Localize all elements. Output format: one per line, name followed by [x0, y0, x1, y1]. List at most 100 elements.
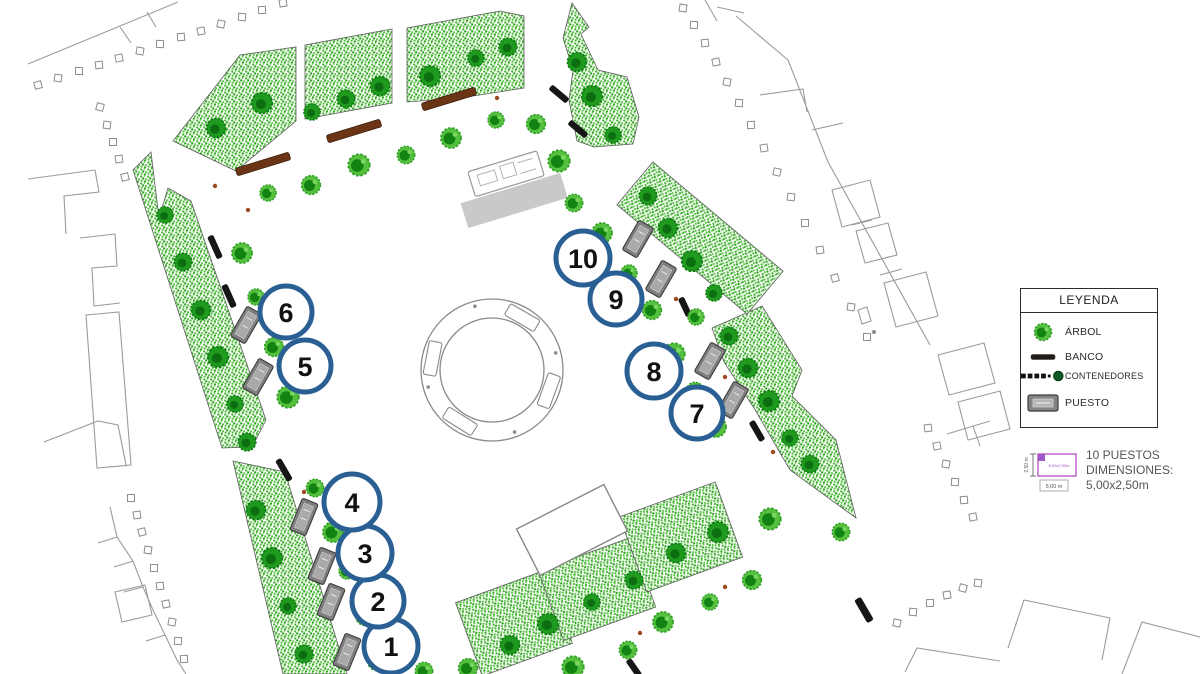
- stall-4: [289, 498, 319, 536]
- ground-dot: [494, 95, 500, 101]
- tree-icon: [800, 454, 820, 474]
- stall-10: [622, 220, 654, 258]
- street-tree-square: [94, 60, 104, 70]
- containers-icon: [1021, 370, 1065, 382]
- note-count: 10 PUESTOS: [1086, 448, 1160, 462]
- stall-icon: [1021, 394, 1065, 412]
- bench-icon: [855, 597, 873, 623]
- street-tree-square: [102, 120, 112, 130]
- ground-dot: [212, 183, 218, 189]
- tree-icon: [440, 127, 462, 149]
- tree-icon: [303, 103, 321, 121]
- planting-bed: [618, 481, 744, 593]
- bench-icon: [235, 152, 291, 176]
- planting-bed: [304, 28, 393, 120]
- stall-marker-number: 8: [646, 357, 661, 387]
- stall-marker-8: 8: [624, 341, 684, 401]
- tree-icon: [190, 299, 212, 321]
- tree-icon: [369, 75, 391, 97]
- tree-icon: [758, 507, 782, 531]
- tree-icon: [706, 520, 730, 544]
- stall-9: [645, 260, 677, 298]
- tree-icon: [719, 326, 739, 346]
- street-tree-square: [815, 245, 825, 255]
- tree-icon: [757, 389, 781, 413]
- bench-icon: [207, 235, 223, 259]
- tree-icon: [737, 357, 759, 379]
- ground-dot: [673, 296, 679, 302]
- tree-icon: [652, 611, 674, 633]
- stall-marker-number: 5: [297, 352, 312, 382]
- tree-icon: [564, 193, 584, 213]
- tree-icon: [831, 522, 851, 542]
- street-tree-square: [772, 167, 782, 177]
- tree-icon: [618, 640, 638, 660]
- ground-dots-layer: [212, 95, 776, 636]
- tree-icon: [498, 37, 518, 57]
- stall-marker-circle: [276, 337, 334, 395]
- tree-icon: [245, 499, 267, 521]
- street-tree-square: [950, 477, 960, 487]
- street-tree-square: [74, 66, 84, 76]
- bench-icon: [749, 420, 765, 442]
- tree-icon: [226, 395, 244, 413]
- street-tree-square: [734, 98, 744, 108]
- street-tree-square: [746, 120, 756, 130]
- stall-marker-6: 6: [257, 283, 315, 341]
- stall-7: [717, 381, 749, 419]
- tree-icon: [781, 429, 799, 447]
- tree-icon: [237, 432, 257, 452]
- stall-marker-9: 9: [587, 270, 645, 328]
- street-tree-square: [161, 599, 171, 609]
- legend-label: BANCO: [1065, 351, 1104, 363]
- street-tree-square: [135, 46, 145, 56]
- tree-icon: [705, 284, 723, 302]
- bench-icon: [221, 284, 237, 308]
- tree-icon: [467, 49, 485, 67]
- street-tree-square: [137, 527, 147, 537]
- bench-icon: [421, 87, 477, 111]
- legend-item-banco: BANCO: [1021, 351, 1157, 363]
- legend-label: PUESTO: [1065, 397, 1110, 409]
- street-tree-square: [120, 172, 130, 182]
- bench-icon: [549, 85, 569, 103]
- tree-icon: [741, 569, 763, 591]
- legend-label: CONTENEDORES: [1065, 371, 1144, 381]
- stall-2: [316, 583, 346, 621]
- tree-icon: [305, 478, 325, 498]
- stall-3: [307, 547, 337, 585]
- stage-detail: [499, 161, 518, 180]
- street-tree-square: [908, 607, 918, 617]
- stage-detail: [520, 168, 537, 174]
- tree-icon: [499, 634, 521, 656]
- kiosk-outline: [515, 483, 629, 577]
- street-tree-square: [959, 495, 969, 505]
- stall-marker-7: 7: [668, 384, 726, 442]
- bench-icon: [626, 658, 642, 674]
- building-outline: [97, 506, 187, 674]
- street-tree-square: [257, 5, 267, 15]
- legend-item-puesto: PUESTO: [1021, 394, 1157, 412]
- stall-inner-dims: 5,00x2,50m: [1049, 463, 1071, 468]
- building-outline: [904, 599, 1200, 674]
- street-tree-square: [149, 563, 159, 573]
- tree-icon: [665, 542, 687, 564]
- stall-marker-2: 2: [349, 572, 407, 630]
- tree-icon: [259, 184, 277, 202]
- street-squares-layer: [33, 0, 983, 664]
- street-tree-square: [973, 578, 983, 588]
- stall-marker-number: 9: [608, 285, 623, 315]
- stall-marker-4: 4: [321, 471, 383, 533]
- ring-bench: [536, 372, 561, 409]
- stall-marker-number: 2: [370, 587, 385, 617]
- tree-icon: [580, 84, 604, 108]
- street-tree-square: [689, 20, 699, 30]
- bench-icon: [275, 458, 293, 482]
- street-tree-square: [176, 32, 186, 42]
- street-tree-square: [862, 332, 872, 342]
- street-tree-square: [95, 102, 105, 112]
- height-dim-label: 2,50 m: [1024, 457, 1030, 472]
- tree-icon: [231, 242, 253, 264]
